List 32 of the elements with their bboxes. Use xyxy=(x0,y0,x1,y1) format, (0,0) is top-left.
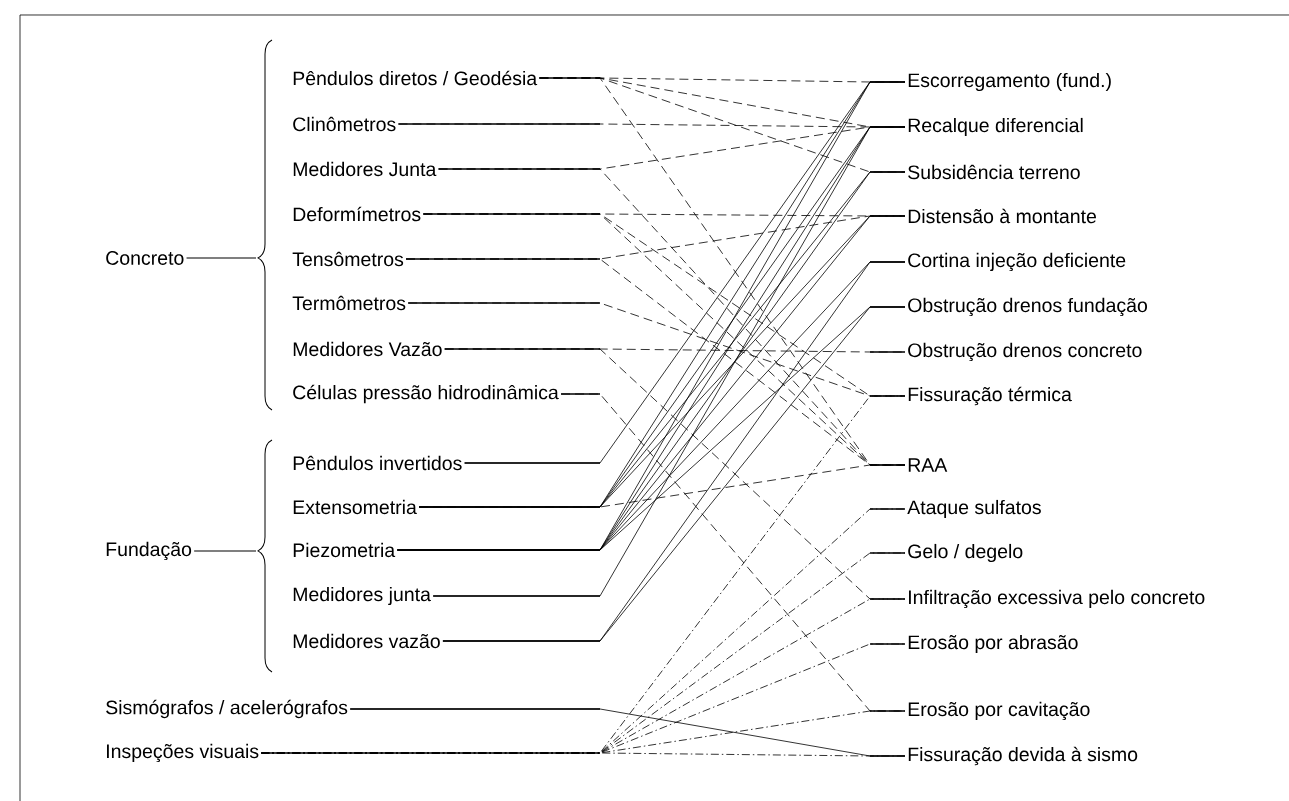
phenomenon-label: Obstrução drenos fundação xyxy=(908,297,1147,317)
instrument-label: Piezometria xyxy=(293,542,396,558)
phenomenon-label: Ataque sulfatos xyxy=(907,499,1041,519)
instrument-label: Medidores Junta xyxy=(293,161,437,177)
instrument-label: Clinômetros xyxy=(293,116,396,132)
phenomenon-label: Recalque diferencial xyxy=(908,117,1083,137)
instrument-label: Sismógrafos / acelerógrafos xyxy=(106,699,348,719)
instrument-label: Termômetros xyxy=(292,295,406,311)
phenomenon-label: RAA xyxy=(908,458,948,472)
phenomenon-label: Escorregamento (fund.) xyxy=(908,72,1111,92)
phenomenon-label: Erosão por abrasão xyxy=(908,634,1078,654)
instrument-label: Inspeções visuais xyxy=(107,743,259,763)
group-label: Fundação xyxy=(106,541,192,561)
group-label: Concreto xyxy=(106,251,184,265)
instrument-label: Células pressão hidrodinâmica xyxy=(293,384,559,404)
instrument-label: Extensometria xyxy=(293,499,417,515)
phenomenon-label: Fissuração devida à sismo xyxy=(908,746,1138,766)
phenomenon-label: Erosão por cavitação xyxy=(908,701,1090,721)
phenomenon-label: Obstrução drenos concreto xyxy=(908,342,1142,362)
instrument-label: Pêndulos invertidos xyxy=(293,455,462,471)
instrument-label: Medidores Vazão xyxy=(293,341,442,357)
phenomenon-label: Infiltração excessiva pelo concreto xyxy=(909,589,1205,609)
phenomenon-label: Cortina injeção deficiente xyxy=(908,252,1126,272)
phenomenon-label: Distensão à montante xyxy=(908,208,1096,224)
phenomenon-label: Gelo / degelo xyxy=(908,543,1023,563)
instrument-label: Medidores vazão xyxy=(293,633,440,649)
phenomenon-label: Fissuração térmica xyxy=(908,386,1072,406)
phenomenon-label: Subsidência terreno xyxy=(908,164,1080,180)
instrument-label: Medidores junta xyxy=(293,586,431,606)
instrument-label: Tensômetros xyxy=(292,251,404,267)
instrument-label: Deformímetros xyxy=(293,206,421,222)
instrument-label: Pêndulos diretos / Geodésia xyxy=(293,70,538,86)
